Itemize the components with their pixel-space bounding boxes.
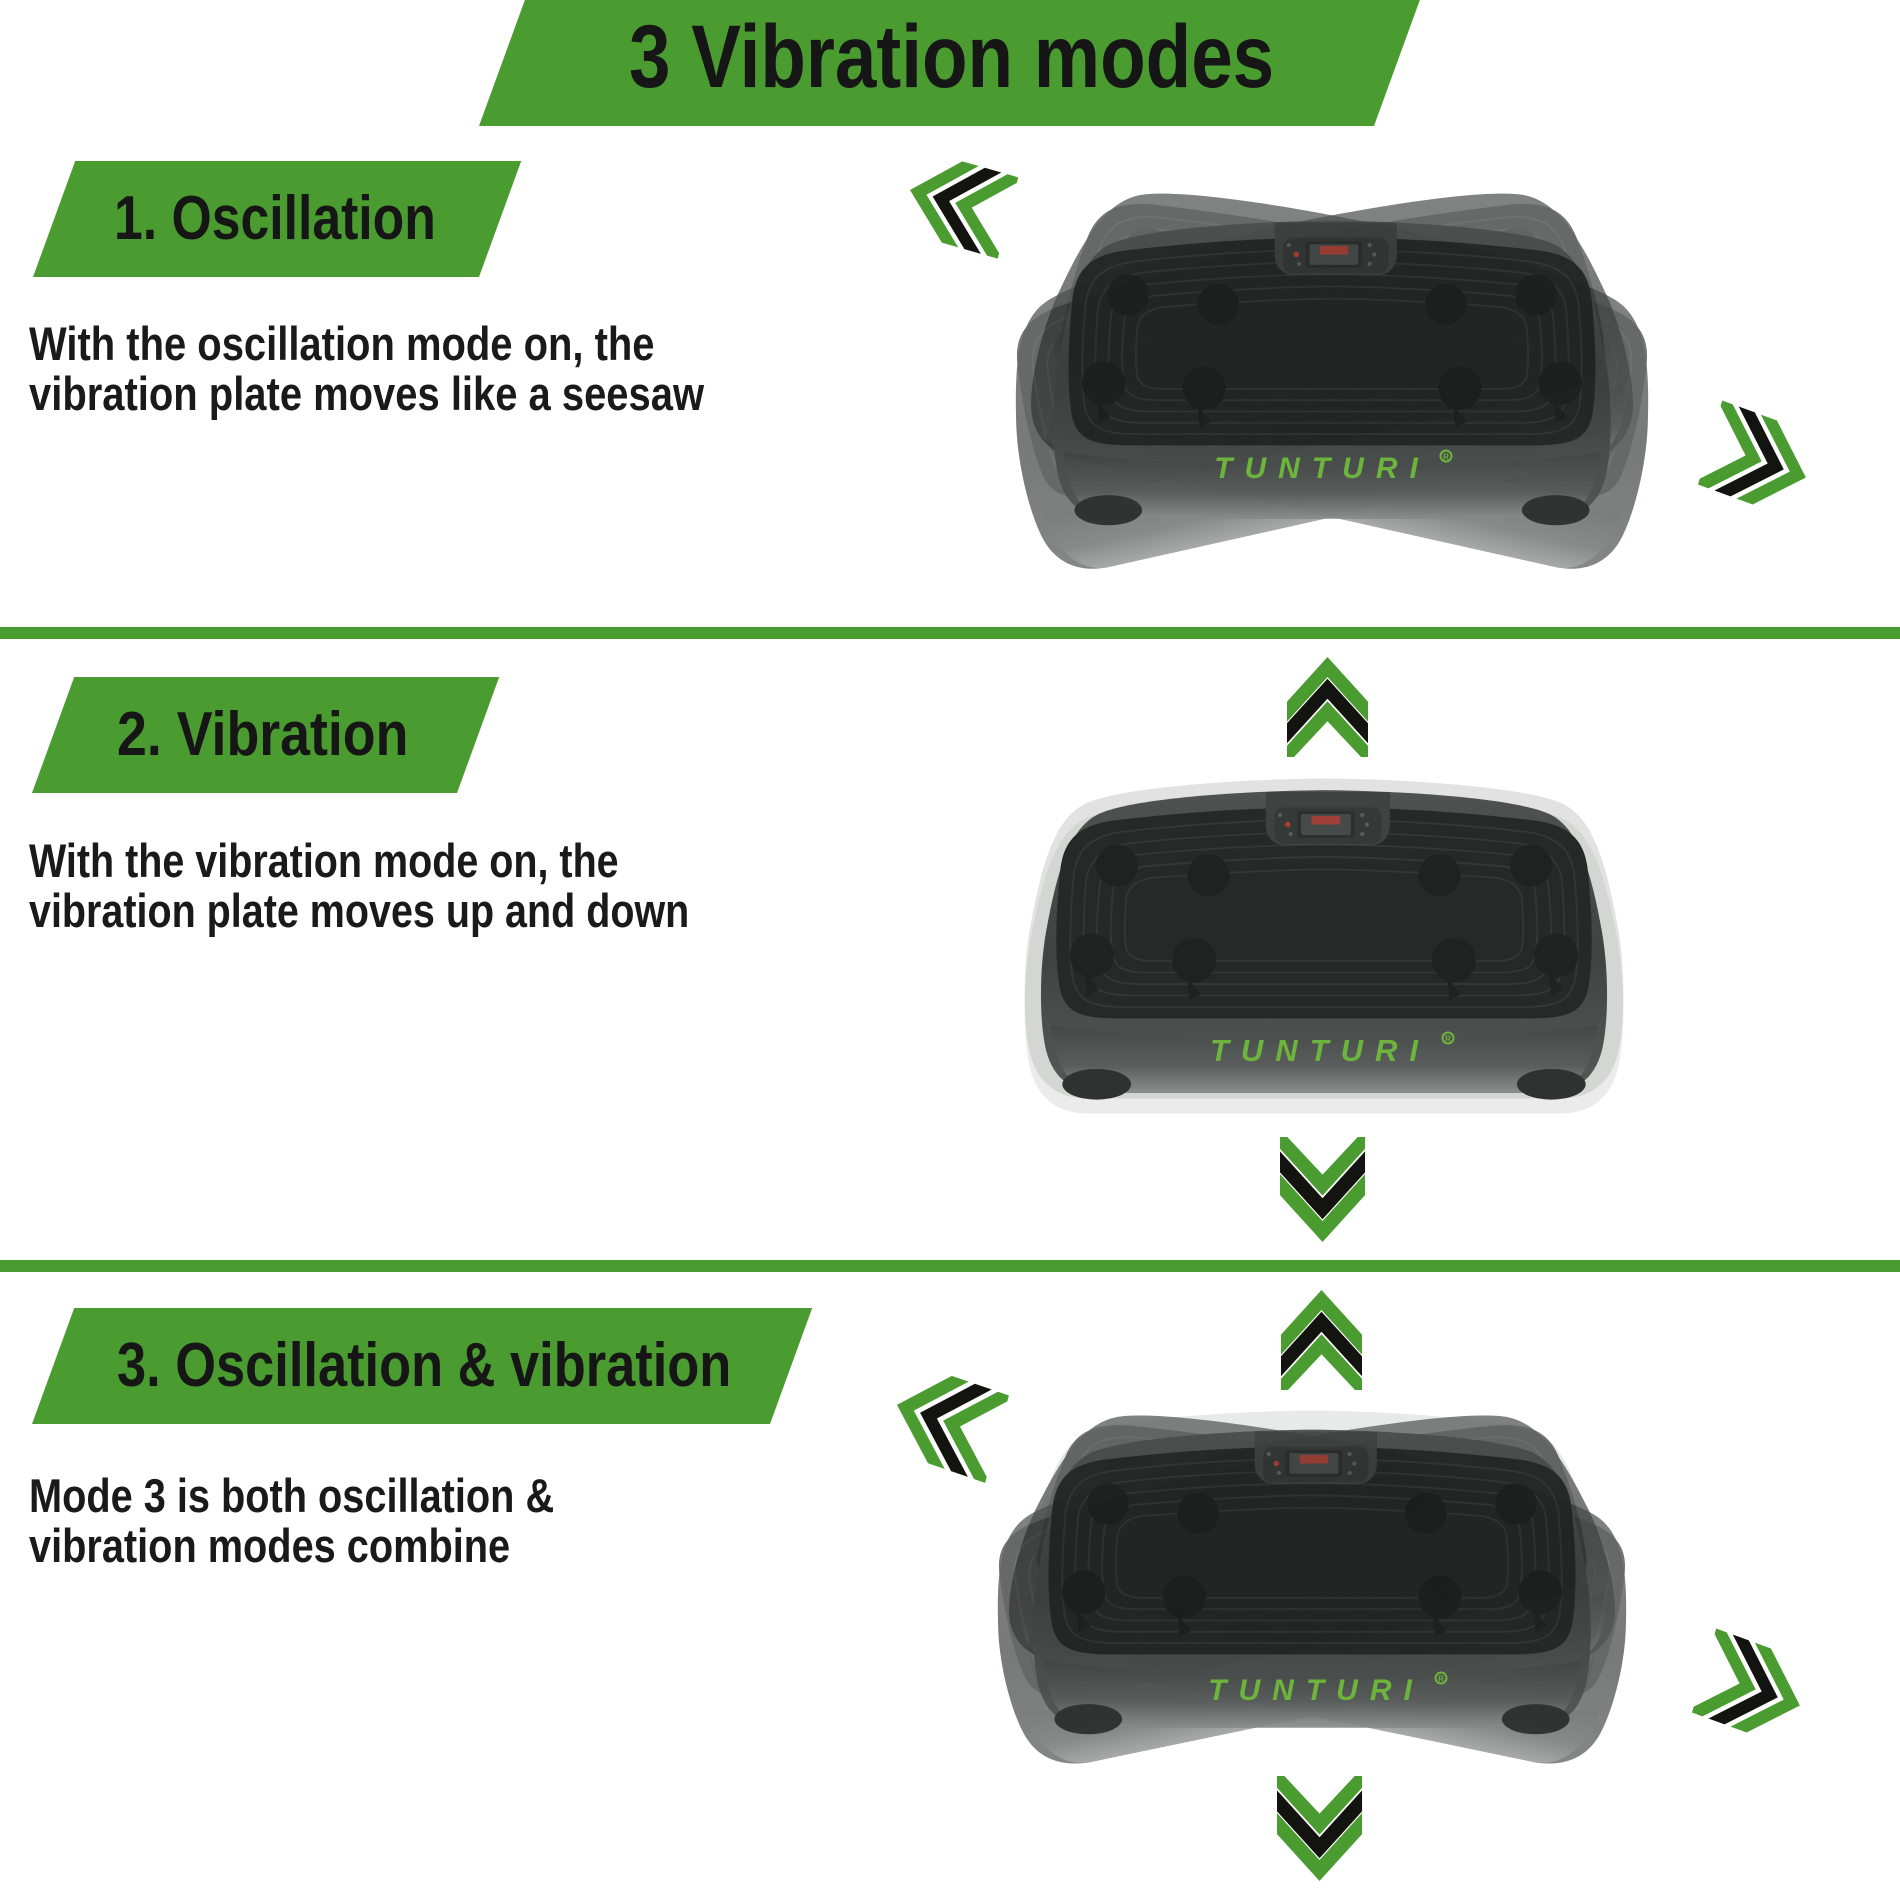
svg-text:R: R xyxy=(1445,1035,1451,1044)
svg-text:TUNTURI: TUNTURI xyxy=(1214,452,1430,485)
svg-text:R: R xyxy=(1443,453,1449,462)
svg-text:TUNTURI: TUNTURI xyxy=(1208,1674,1424,1707)
svg-text:TUNTURI: TUNTURI xyxy=(1210,1033,1430,1068)
svg-text:R: R xyxy=(1438,1675,1444,1684)
